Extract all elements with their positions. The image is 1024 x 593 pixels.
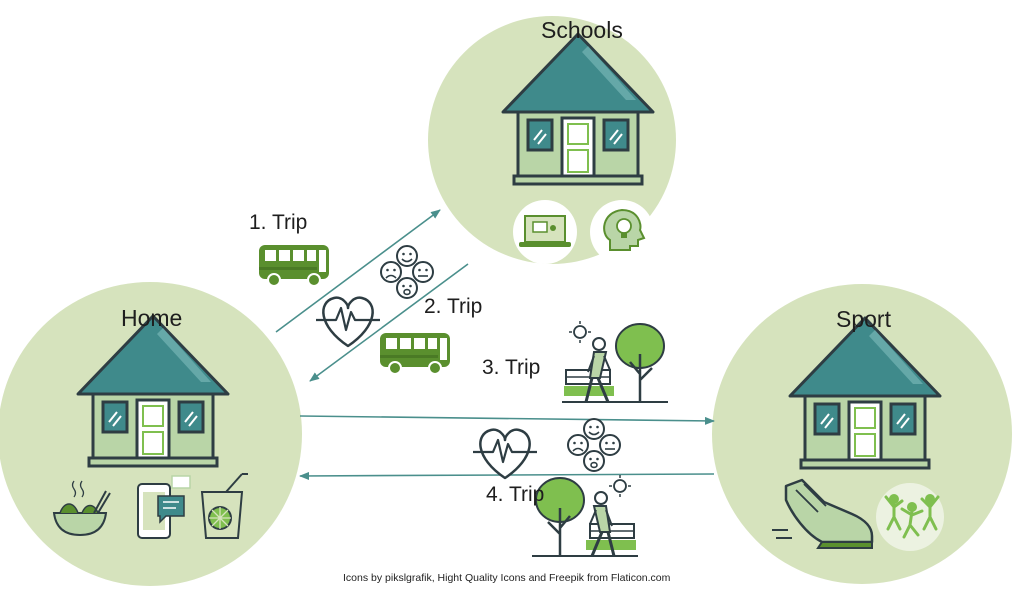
heartbeat-icon <box>471 428 539 480</box>
emotion-faces-icon <box>380 245 434 299</box>
trip3-label: 3. Trip <box>482 356 541 379</box>
drink-glass-icon <box>200 473 248 539</box>
idea-head-icon <box>590 200 654 264</box>
bus-icon <box>379 332 451 375</box>
heartbeat-icon <box>314 296 382 348</box>
food-bowl-icon <box>52 480 111 537</box>
bus-icon <box>258 244 330 287</box>
icon-credit: Icons by pikslgrafik, Hight Quality Icon… <box>343 572 671 584</box>
emotion-faces-icon <box>567 418 621 472</box>
phone-chat-icon <box>137 475 191 539</box>
sport-label: Sport <box>836 306 891 332</box>
trip1-arrow <box>275 209 441 333</box>
trip4-label: 4. Trip <box>486 483 545 506</box>
sneaker-icon <box>772 478 874 549</box>
schools-label: Schools <box>541 17 623 43</box>
park-walker-icon <box>560 319 670 404</box>
park-walker-icon <box>530 473 640 558</box>
laptop-lesson-icon <box>513 200 577 264</box>
exercise-people-icon <box>876 483 944 551</box>
trip2-arrow <box>309 263 469 382</box>
home-label: Home <box>121 305 183 331</box>
trip1-label: 1. Trip <box>249 211 308 234</box>
trip2-label: 2. Trip <box>424 295 483 318</box>
trip3-arrow <box>299 415 715 425</box>
